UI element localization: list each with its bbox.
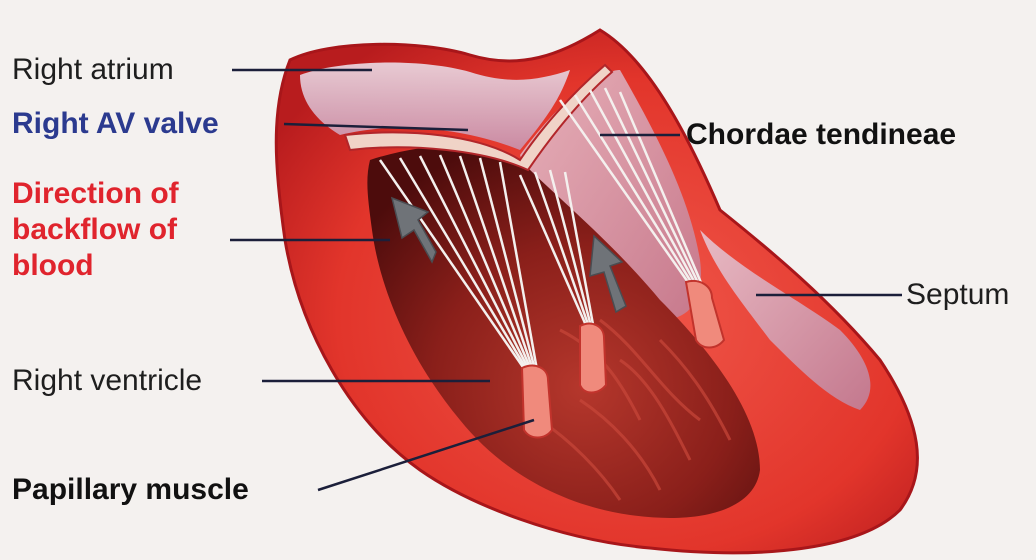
papillary-muscle-left [522,366,552,438]
label-backflow-line1: Direction of [12,176,179,212]
label-chordae-tendineae: Chordae tendineae [686,117,956,153]
label-papillary-muscle: Papillary muscle [12,472,249,508]
label-backflow-line2: backflow of [12,212,179,248]
label-septum: Septum [906,277,1009,313]
label-backflow-direction: Direction of backflow of blood [12,176,179,284]
label-right-av-valve: Right AV valve [12,106,219,142]
papillary-muscle-middle [580,324,606,393]
label-right-atrium: Right atrium [12,52,174,88]
label-backflow-line3: blood [12,248,179,284]
label-right-ventricle: Right ventricle [12,363,202,399]
